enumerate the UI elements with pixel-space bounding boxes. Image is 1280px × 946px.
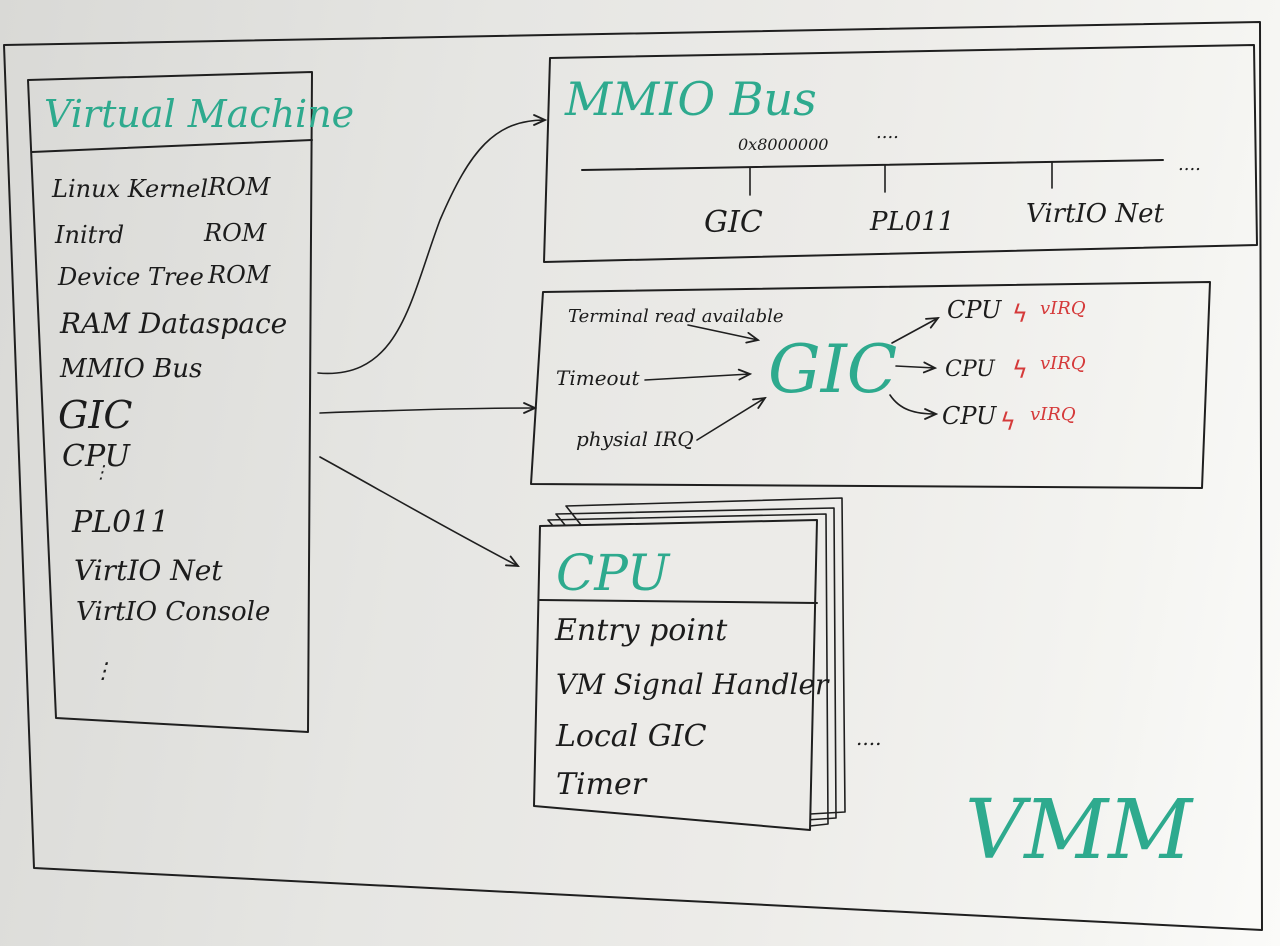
gic-input-physical-irq: physial IRQ	[576, 427, 694, 451]
gic-title: GIC	[768, 331, 897, 408]
gic-input-terminal-text: Terminal read available	[568, 306, 784, 327]
gic-output-3: CPU ϟ vIRQ	[942, 402, 1076, 436]
vm-item-note-rom: ROM	[203, 219, 268, 247]
vm-ellipsis-vertical: ⋮	[92, 462, 110, 483]
cpu-ellipsis: ....	[856, 726, 881, 750]
gic-output-virq-1: vIRQ	[1040, 298, 1086, 319]
cpu-item-local-gic: Local GIC	[555, 719, 707, 754]
vm-item-note-rom: ROM	[207, 173, 272, 201]
vm-item-mmio-bus: MMIO Bus	[59, 354, 202, 384]
mmio-address-label: 0x8000000	[738, 135, 828, 154]
arrow-vm-to-gic	[319, 408, 535, 413]
mmio-ellipsis-right: ....	[1178, 154, 1201, 175]
vm-item-device-tree: Device Tree	[57, 263, 204, 291]
mmio-bus-box: MMIO Bus 0x8000000 .... .... GIC PL011 V…	[543, 44, 1258, 263]
mmio-bus-line	[581, 159, 1164, 171]
vm-item-ram-dataspace: RAM Dataspace	[59, 307, 287, 340]
gic-output-1: CPU ϟ vIRQ	[947, 296, 1086, 328]
mmio-device-pl011: PL011	[869, 207, 954, 237]
vmm-frame	[3, 21, 1263, 931]
lightning-icon: ϟ	[1012, 356, 1028, 384]
lightning-icon: ϟ	[1012, 300, 1028, 328]
cpu-box-title: CPU	[556, 544, 671, 602]
lightning-icon: ϟ	[1000, 408, 1016, 436]
cpu-box	[533, 519, 818, 831]
cpu-item-signal-handler: VM Signal Handler	[556, 668, 830, 701]
arrow-vm-to-cpu	[319, 456, 518, 566]
vm-item-virtio-net: VirtIO Net	[74, 554, 223, 587]
vm-item-cpu: CPU	[62, 439, 132, 474]
vmm-label: VMM	[965, 783, 1194, 878]
gic-output-cpu-3: CPU	[942, 402, 997, 430]
cpu-box-stack: CPU Entry point VM Signal Handler Local …	[533, 497, 846, 831]
gic-box: Terminal read available Timeout physial …	[530, 281, 1211, 489]
gic-input-timeout: Timeout	[556, 366, 640, 390]
vm-item-pl011: PL011	[71, 505, 169, 540]
mmio-bus-title: MMIO Bus	[564, 72, 817, 126]
virtual-machine-title: Virtual Machine	[44, 92, 354, 136]
gic-output-cpu-2: CPU	[945, 357, 996, 382]
gic-output-cpu-1: CPU	[947, 296, 1002, 324]
mmio-device-gic: GIC	[704, 205, 763, 240]
vm-item-linux-kernel: Linux Kernel	[51, 175, 208, 203]
vm-item-virtio-console: VirtIO Console	[76, 597, 270, 627]
vm-item-initrd: Initrd	[54, 221, 124, 249]
mmio-device-virtio-net: VirtIO Net	[1026, 199, 1164, 229]
vm-item-gic: GIC	[58, 393, 132, 437]
gic-output-virq-3: vIRQ	[1030, 404, 1076, 425]
vm-ellipsis-bottom: ⋮	[92, 659, 114, 684]
cpu-item-timer: Timer	[556, 767, 648, 802]
vm-item-note-rom: ROM	[207, 261, 272, 289]
gic-output-virq-2: vIRQ	[1040, 353, 1086, 374]
arrow-vm-to-mmio	[317, 120, 545, 375]
gic-input-terminal: Terminal read available	[568, 306, 784, 327]
mmio-ellipsis-top: ....	[876, 122, 899, 143]
cpu-item-entry-point: Entry point	[554, 613, 728, 648]
gic-output-2: CPU ϟ vIRQ	[945, 353, 1086, 384]
